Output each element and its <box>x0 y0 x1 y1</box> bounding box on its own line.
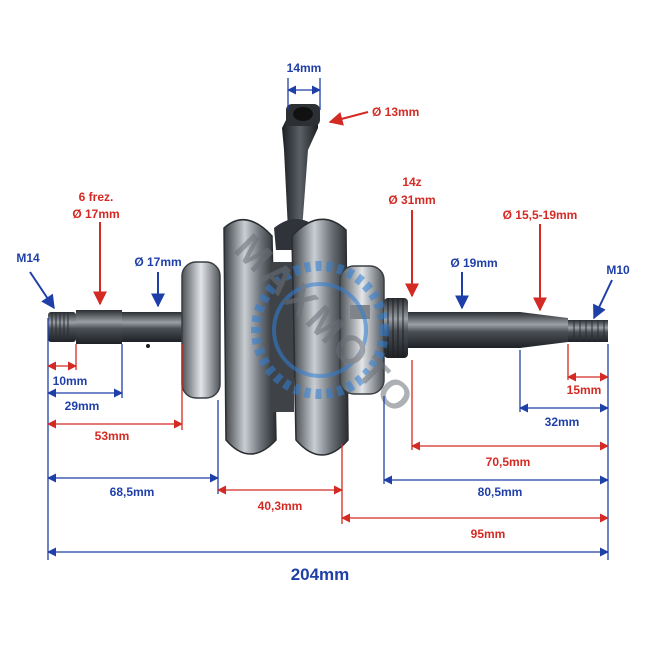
taper-diameter-label: Ø 15,5-19mm <box>503 208 578 222</box>
left-crank-web <box>223 219 277 455</box>
left-bearing <box>181 261 221 399</box>
dim-10-label: 10mm <box>53 374 88 388</box>
dim-40-label: 40,3mm <box>258 499 303 513</box>
gear-diameter-label: Ø 31mm <box>388 193 435 207</box>
left-spline <box>76 310 122 344</box>
left-thread <box>48 312 76 342</box>
left-thread-label: M14 <box>16 251 40 265</box>
pin-diameter-label: Ø 13mm <box>372 105 419 119</box>
dim-15-label: 15mm <box>567 383 602 397</box>
total-length-label: 204mm <box>291 565 350 584</box>
right-shaft <box>408 312 520 348</box>
taper-section <box>520 312 568 348</box>
dim-80-label: 80,5mm <box>478 485 523 499</box>
spline-count-label: 6 frez. <box>79 190 114 204</box>
callout-labels: 14mm Ø 13mm 6 frez. Ø 17mm M14 Ø 17mm 14… <box>16 61 630 584</box>
left-shaft <box>122 312 184 342</box>
dim-70-label: 70,5mm <box>486 455 531 469</box>
gear-teeth-label: 14z <box>402 175 421 189</box>
crankshaft-illustration <box>48 104 608 456</box>
left-bearing-diameter-label: Ø 17mm <box>134 255 181 269</box>
rod-width-label: 14mm <box>287 61 322 75</box>
dimension-lines <box>47 78 609 560</box>
dim-68-label: 68,5mm <box>110 485 155 499</box>
connecting-rod <box>282 120 318 230</box>
pointer-arrows <box>29 111 613 320</box>
drive-gear <box>384 298 408 358</box>
dim-95-label: 95mm <box>471 527 506 541</box>
right-thread-label: M10 <box>606 263 630 277</box>
right-bearing-diameter-label: Ø 19mm <box>450 256 497 270</box>
spline-diameter-label: Ø 17mm <box>72 207 119 221</box>
dim-32-label: 32mm <box>545 415 580 429</box>
dim-29-label: 29mm <box>65 399 100 413</box>
dim-53-label: 53mm <box>95 429 130 443</box>
